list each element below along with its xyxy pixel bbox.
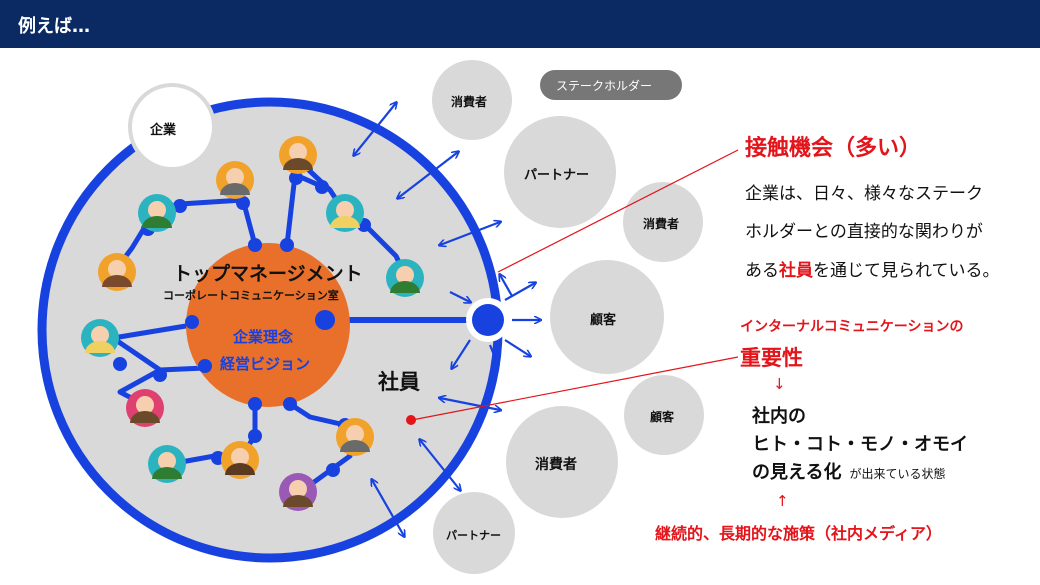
top-management-title: トップマネージメント bbox=[173, 263, 363, 285]
callout-1-line-2: ホルダーとの直接的な関わりが bbox=[745, 222, 983, 242]
callout-dot bbox=[406, 415, 416, 425]
core-line-1: 企業理念 bbox=[233, 328, 294, 346]
header-title: 例えば… bbox=[18, 16, 90, 37]
stakeholder-label: 顧客 bbox=[650, 410, 675, 424]
avatar bbox=[98, 253, 136, 291]
callout-2-footer: 継続的、長期的な施策（社内メディア） bbox=[655, 524, 942, 543]
stakeholder-circle bbox=[623, 182, 703, 262]
callout-1-line-3-suffix: を通じて見られている。 bbox=[813, 261, 1000, 281]
avatar bbox=[126, 389, 164, 427]
stakeholder-label: パートナー bbox=[524, 168, 590, 183]
callout-1-title: 接触機会（多い） bbox=[745, 136, 922, 161]
callout-2-line-3-bold: の見える化 bbox=[752, 462, 842, 483]
callout-2-line-3: の見える化が出来ている状態 bbox=[752, 458, 945, 484]
stakeholder-label: パートナー bbox=[446, 529, 501, 542]
avatar bbox=[148, 445, 186, 483]
employee-node bbox=[472, 304, 504, 336]
avatar bbox=[279, 136, 317, 174]
avatar bbox=[138, 194, 176, 232]
core-line-2: 経営ビジョン bbox=[220, 355, 311, 373]
callout-1-line-3-prefix: ある bbox=[745, 261, 779, 281]
employees-label: 社員 bbox=[378, 370, 420, 394]
avatar bbox=[336, 418, 374, 456]
avatar bbox=[326, 194, 364, 232]
arrow-up-icon: ↑ bbox=[776, 492, 789, 510]
stakeholder-circle bbox=[550, 260, 664, 374]
callout-2-line-1: 社内の bbox=[752, 406, 806, 427]
core-circle bbox=[186, 243, 350, 407]
avatar bbox=[386, 259, 424, 297]
callout-2-line-3-small: が出来ている状態 bbox=[849, 467, 946, 481]
company-label-circle bbox=[128, 83, 216, 171]
interaction-arrows bbox=[354, 103, 540, 536]
stakeholder-circles bbox=[432, 60, 704, 574]
avatar bbox=[221, 441, 259, 479]
callout-1-line-1: 企業は、日々、様々なステーク bbox=[745, 184, 983, 204]
callout-2-heading-big: 重要性 bbox=[740, 346, 803, 370]
stakeholder-label: 消費者 bbox=[535, 457, 577, 473]
callout-2-heading-small: インターナルコミュニケーションの bbox=[740, 319, 964, 335]
stakeholder-circle bbox=[433, 492, 515, 574]
avatar bbox=[279, 473, 317, 511]
stakeholder-circle bbox=[432, 60, 512, 140]
stakeholder-label: 消費者 bbox=[451, 95, 488, 109]
callout-line-1 bbox=[497, 149, 739, 273]
callout-1-highlight: 社員 bbox=[779, 261, 813, 281]
company-label: 企業 bbox=[150, 123, 177, 138]
stakeholder-label: 消費者 bbox=[643, 217, 680, 231]
stakeholder-label: 顧客 bbox=[590, 313, 617, 328]
avatar bbox=[216, 161, 254, 199]
stakeholder-badge-label: ステークホルダー bbox=[556, 79, 653, 93]
callout-2-line-2: ヒト・コト・モノ・オモイ bbox=[752, 434, 968, 455]
callout-line-2 bbox=[411, 356, 739, 421]
callout-1-line-3: ある社員を通じて見られている。 bbox=[745, 256, 1000, 281]
stakeholder-circle bbox=[624, 375, 704, 455]
avatar bbox=[81, 319, 119, 357]
stakeholder-badge-bg bbox=[540, 70, 682, 100]
top-management-subtitle: コーポレートコミュニケーション室 bbox=[163, 289, 339, 302]
arrow-down-icon: ↓ bbox=[773, 375, 786, 393]
stakeholder-circle bbox=[506, 406, 618, 518]
header-bar: 例えば… bbox=[0, 0, 1040, 48]
employee-avatars bbox=[81, 136, 424, 511]
stakeholder-circle bbox=[504, 116, 616, 228]
